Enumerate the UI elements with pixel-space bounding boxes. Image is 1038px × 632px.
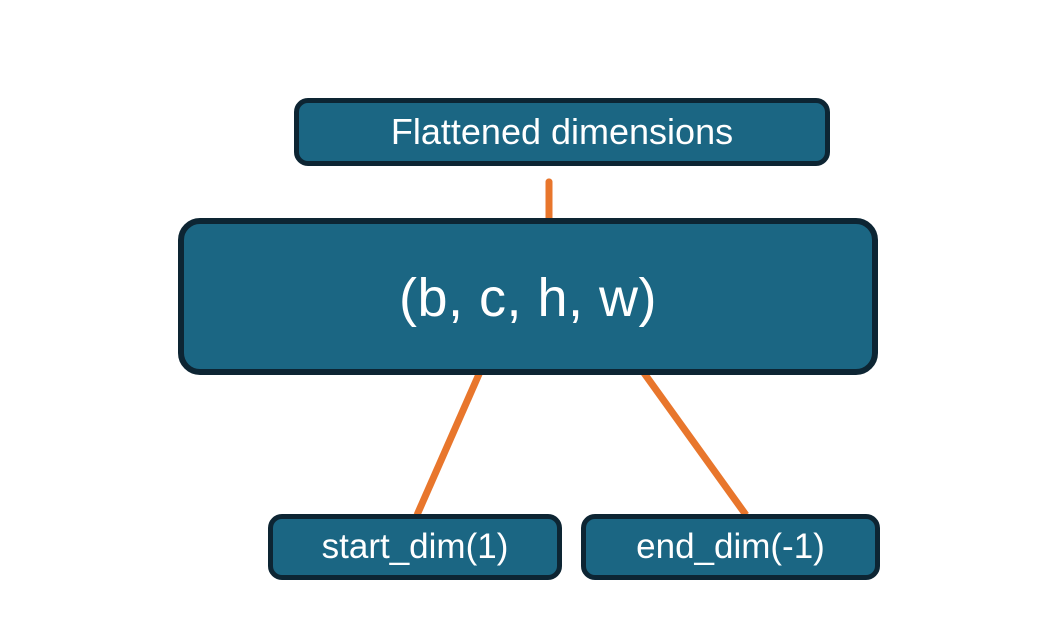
- end-dim-label: end_dim(-1): [636, 526, 825, 566]
- start-dim-box[interactable]: start_dim(1): [268, 514, 562, 580]
- flattened-dimensions-box[interactable]: Flattened dimensions: [294, 98, 830, 166]
- tensor-shape-label: (b, c, h, w): [398, 267, 658, 328]
- flattened-dimensions-label: Flattened dimensions: [390, 111, 734, 153]
- start-dim-label: start_dim(1): [321, 526, 509, 566]
- end-dim-box[interactable]: end_dim(-1): [581, 514, 880, 580]
- tensor-shape-box[interactable]: (b, c, h, w): [178, 218, 878, 375]
